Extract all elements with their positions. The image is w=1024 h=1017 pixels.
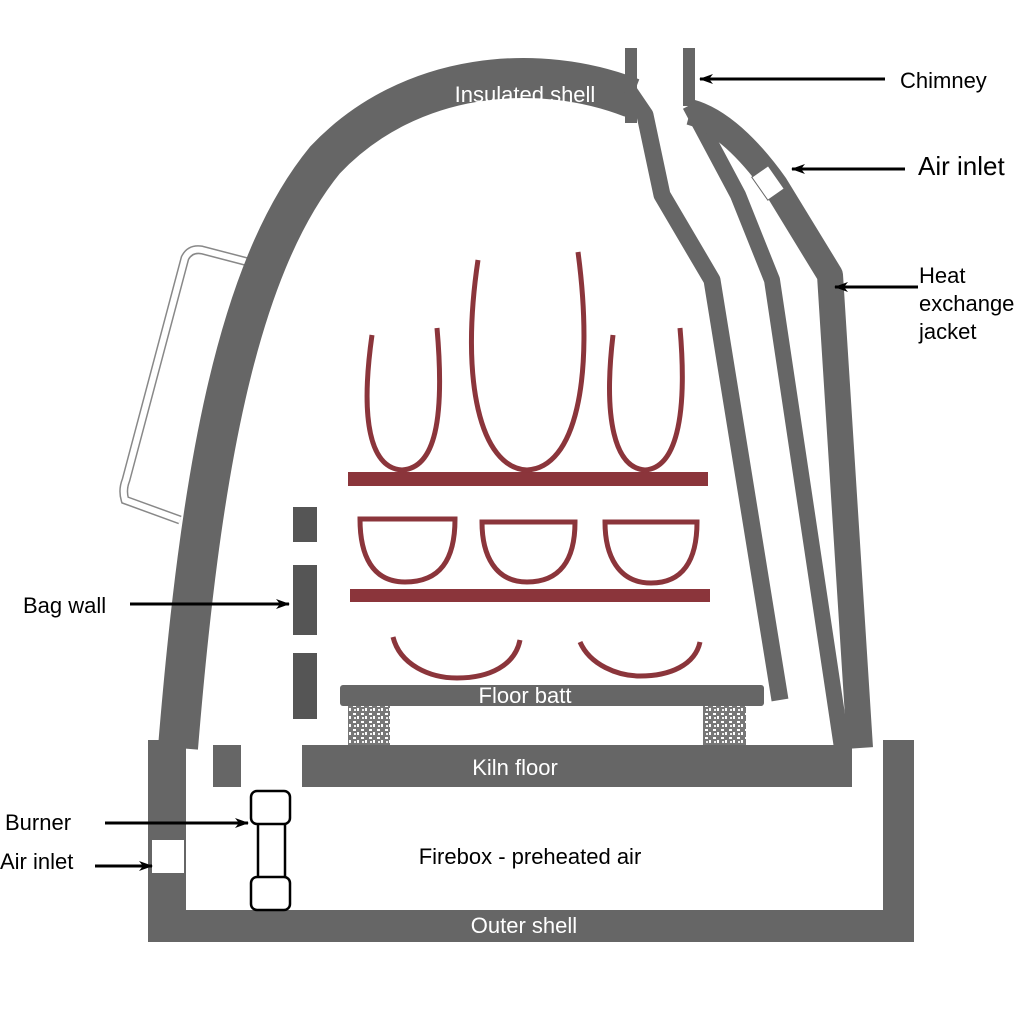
middle-jacket-wall xyxy=(682,101,850,750)
chimney-label: Chimney xyxy=(900,68,987,93)
plate xyxy=(390,636,523,681)
air-inlet-jacket xyxy=(751,165,785,201)
floor-batt xyxy=(340,685,764,706)
air-inlet-top-label: Air inlet xyxy=(918,151,1005,181)
bowl xyxy=(479,519,578,585)
bag-wall-segment xyxy=(293,653,317,719)
air-inlet-firebox xyxy=(152,840,184,873)
chimney-left-wall xyxy=(625,48,637,123)
outer-shell-right xyxy=(883,740,914,940)
heat-exchange-label-line1: Heat xyxy=(919,263,965,288)
burner-label: Burner xyxy=(5,810,71,835)
outer-shell-bottom xyxy=(148,910,914,942)
plate xyxy=(577,640,703,679)
inner-jacket-wall xyxy=(620,85,789,702)
burner xyxy=(249,789,292,912)
bowl xyxy=(357,516,458,585)
bag-wall-segment xyxy=(293,507,317,542)
floor-block xyxy=(213,745,241,787)
bag-wall-label: Bag wall xyxy=(23,593,106,618)
chimney-right-wall xyxy=(683,48,695,106)
floor-batt-label: Floor batt xyxy=(479,683,572,708)
air-inlet-bottom-label: Air inlet xyxy=(0,849,73,874)
kiln-shelf-upper xyxy=(348,472,708,486)
insulated-shell-label: Insulated shell xyxy=(455,82,596,107)
batt-post-right xyxy=(703,706,746,745)
heat-exchange-label-line2: exchange xyxy=(919,291,1014,316)
kiln-floor-label: Kiln floor xyxy=(472,755,558,780)
outer-shell-label: Outer shell xyxy=(471,913,577,938)
bag-wall-segment xyxy=(293,565,317,635)
tall-pot xyxy=(607,327,685,473)
tall-pot xyxy=(468,251,587,473)
kiln-shelf-lower xyxy=(350,589,710,602)
bowl xyxy=(602,519,700,586)
firebox-label: Firebox - preheated air xyxy=(419,844,642,869)
tall-pot xyxy=(364,327,443,473)
kiln-floor xyxy=(302,745,852,787)
insulated-shell xyxy=(158,58,640,750)
batt-post-left xyxy=(348,706,390,745)
heat-exchange-label-line3: jacket xyxy=(918,319,976,344)
